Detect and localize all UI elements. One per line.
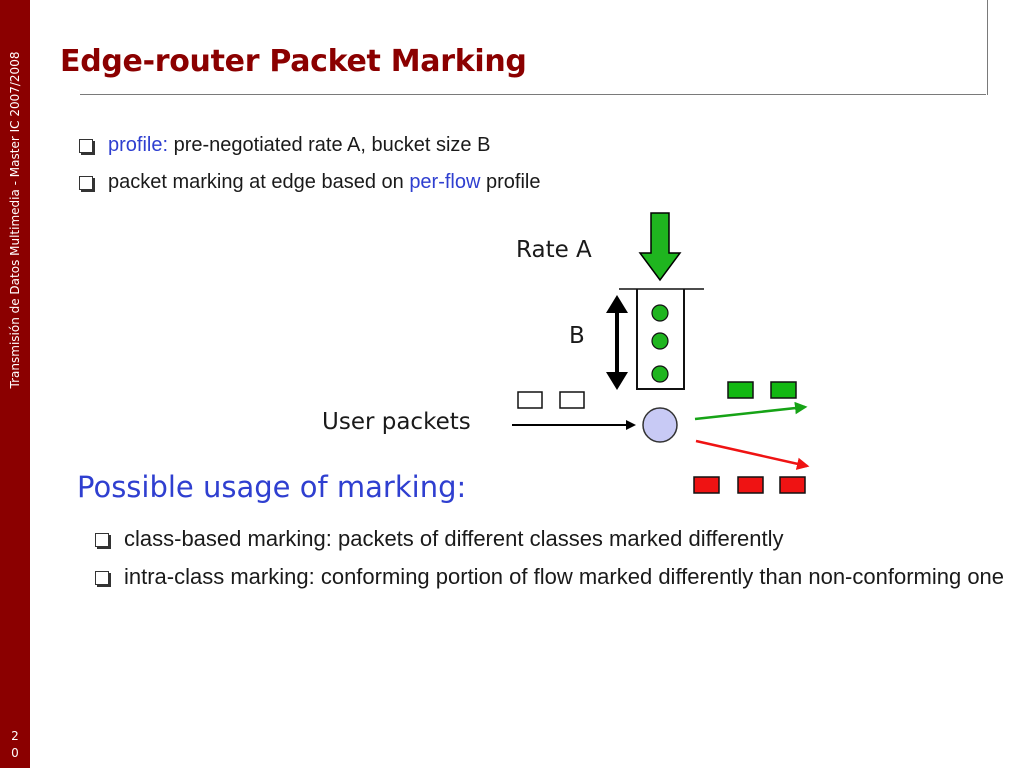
title-underline (80, 94, 986, 95)
conforming-packet-arrow (694, 401, 808, 421)
marking-bullet: packet marking at edge based on per-flow… (79, 168, 540, 196)
profile-bullet: profile: pre-negotiated rate A, bucket s… (79, 131, 490, 159)
rate-arrow-icon (638, 212, 682, 282)
marked-red-packet (693, 476, 720, 494)
profile-bullet-text: profile: pre-negotiated rate A, bucket s… (108, 131, 490, 159)
intra-class-marking-text: intra-class marking: conforming portion … (124, 564, 1005, 589)
sidebar: Transmisión de Datos Multimedia - Master… (0, 0, 30, 768)
token-bucket-container (636, 289, 685, 390)
marked-red-packet (737, 476, 764, 494)
nonconforming-packet-arrow (695, 439, 810, 470)
marked-green-packet (770, 381, 797, 399)
slide-title: Edge-router Packet Marking (60, 44, 527, 79)
title-side-rule (987, 0, 988, 95)
profile-description: pre-negotiated rate A, bucket size B (168, 134, 491, 156)
marking-text-after: profile (480, 171, 541, 193)
checkbox-bullet-icon (79, 176, 93, 190)
checkbox-bullet-icon (79, 139, 93, 153)
checkbox-bullet-icon (95, 571, 109, 585)
user-packet (517, 391, 543, 409)
marked-green-packet (727, 381, 754, 399)
user-packets-label: User packets (322, 409, 471, 435)
token-circle (651, 365, 669, 383)
page-number: 20 (11, 729, 19, 760)
class-based-marking-bullet: class-based marking: packets of differen… (95, 525, 945, 552)
user-packet (559, 391, 585, 409)
marked-red-packet (779, 476, 806, 494)
bucket-size-double-arrow (606, 295, 628, 390)
token-circle (651, 304, 669, 322)
rate-a-label: Rate A (516, 237, 592, 263)
marking-usage-heading: Possible usage of marking: (77, 470, 467, 504)
checkbox-bullet-icon (95, 533, 109, 547)
token-circle (651, 332, 669, 350)
profile-term: profile: (108, 134, 169, 156)
marking-bullet-text: packet marking at edge based on per-flow… (108, 168, 540, 196)
intra-class-marking-bullet: intra-class marking: conforming portion … (95, 563, 1005, 590)
bucket-size-b-label: B (569, 323, 585, 349)
class-based-marking-text: class-based marking: packets of differen… (124, 526, 784, 551)
marking-text-before: packet marking at edge based on (108, 171, 410, 193)
edge-router-icon (642, 407, 678, 443)
per-flow-term: per-flow (409, 171, 481, 193)
